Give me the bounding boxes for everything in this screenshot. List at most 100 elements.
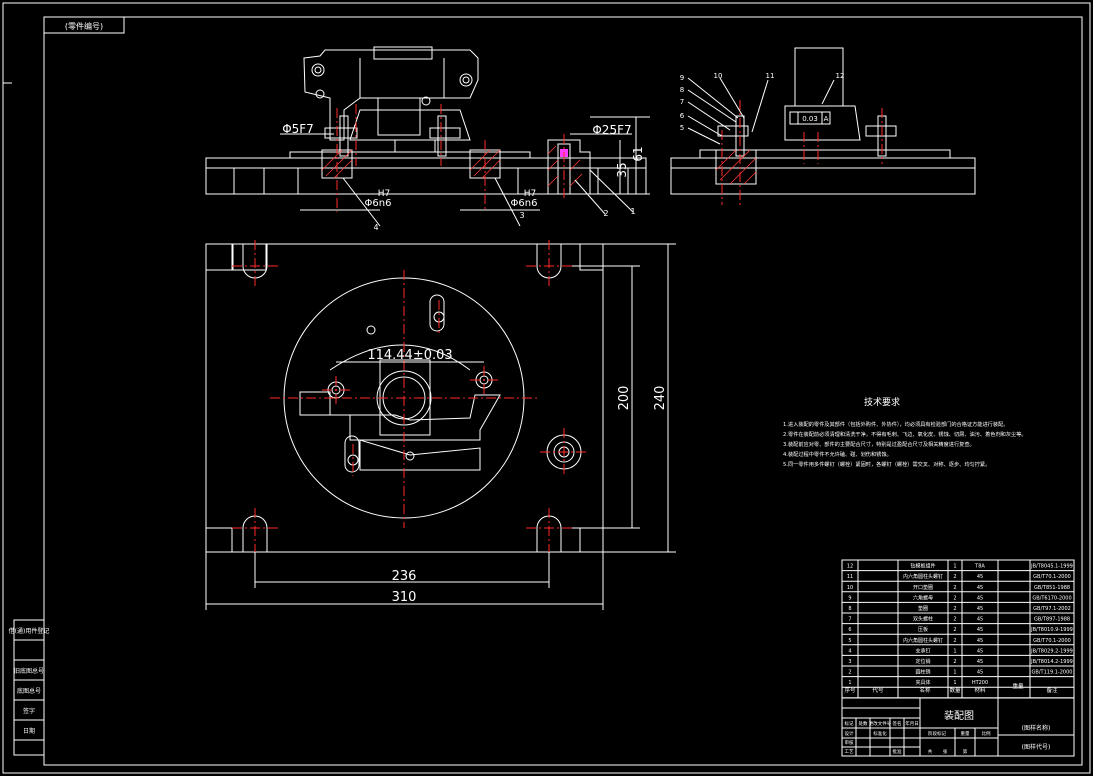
bom-cell-no: 5 [848,638,851,644]
tb-label-15: 第 [963,748,968,755]
bom-cell-name: 夹具体 [915,679,930,686]
bom-cell-std: GB/T97.1-2002 [1033,606,1071,612]
bom-cell-name: 垫圈 [918,605,928,612]
title-tag: (零件编号) [65,21,103,31]
bom-cell-qty: 2 [953,585,956,591]
tb-label-12: 批准 [893,748,902,755]
bom-cell-mat: 45 [977,638,983,644]
bom-cell-qty: 2 [953,606,956,612]
top-view [205,240,676,610]
bom-cell-name: 开口垫圈 [913,584,933,591]
tb-label-7: 阶段标记 [928,730,946,737]
bom-cell-mat: HT200 [972,680,988,686]
bom-cell-mat: 45 [977,617,983,623]
tb-label-1: 处数 [859,720,868,727]
bom-cell-mat: 45 [977,585,983,591]
bom-cell-name: 压板 [918,626,928,633]
balloon-9: 9 [680,74,684,82]
tb-label-10: 审核 [845,739,854,746]
bom-cell-no: 9 [848,595,851,601]
bom-cell-no: 3 [848,659,851,665]
bom-cell-no: 12 [847,564,853,570]
tb-label-4: 年月日 [905,720,919,727]
bom-cell-no: 8 [848,606,851,612]
tb-label-3: 签名 [893,720,902,727]
strip-label-2: 底图总号 [17,687,41,695]
bom-cell-no: 4 [848,648,851,654]
bom-cell-no: 2 [848,670,851,676]
tech-req-heading: 技术要求 [864,396,900,408]
fit-6n6-b: Φ6n6 [511,198,538,209]
bom-cell-qty: 1 [953,648,956,654]
bom-cell-std: GB/T6170-2000 [1032,595,1071,601]
tol-value: 0.03 [802,115,818,123]
bom-cell-std: GB/T851-1988 [1034,585,1070,591]
dim-200: 200 [617,386,632,411]
bom-cell-name: 六角螺母 [913,594,933,601]
bom-cell-qty: 2 [953,574,956,580]
bom-cell-name: 双头螺柱 [913,616,933,623]
bom-cell-name: 支承钉 [915,647,930,654]
left-strip: 借(通)用件登记 旧底图总号 底图总号 签字 日期 [9,619,50,756]
bom-cell-std: JB/T8010.9-1999 [1030,627,1073,633]
strip-label-4: 日期 [23,727,35,735]
bom-cell-name: 内六角圆柱头螺钉 [903,637,943,644]
bom-cell-std: GB/T897-1988 [1034,617,1070,623]
tb-label-13: 共 [928,748,933,755]
tb-label-9: 比例 [982,730,991,737]
drawing-name: 装配图 [944,709,974,722]
org-name: (图样名称) [1022,724,1051,732]
bom-cell-name: 圆柱销 [915,669,930,676]
dim-arc: 114.44±0.03 [367,348,452,363]
bom-cell-std: JB/T8014.2-1999 [1030,659,1073,665]
bom-cell-no: 7 [848,617,851,623]
drawing-code: (图样代号) [1022,743,1051,751]
dim-d25f7: Φ25F7 [592,123,631,137]
bom-cell-std: GB/T70.1-2000 [1033,574,1071,580]
bom-cell-mat: 45 [977,595,983,601]
tb-label-0: 标记 [845,720,854,727]
tol-datum: A [824,115,829,123]
bom-cell-mat: 45 [977,574,983,580]
fit-6n6-a: Φ6n6 [365,198,392,209]
bom-cell-qty: 1 [953,680,956,686]
title-block [841,697,1075,757]
bom-cell-mat: T8A [974,564,985,570]
fit-h7-b: H7 [524,189,537,199]
balloon-6: 6 [680,112,685,120]
bom-cell-std: JB/T8045.1-1999 [1030,564,1073,570]
bom-h-qty: 数量 [949,686,961,694]
bom-h-remark: 备注 [1046,686,1058,694]
bom-cell-qty: 2 [953,627,956,633]
bom-cell-name: 钻模板组件 [910,563,935,570]
bom-cell-mat: 45 [977,659,983,665]
bom-header: 序号 代号 名称 数量 材料 重量 备注 [844,682,1058,694]
bom-cell-name: 内六角圆柱头螺钉 [903,573,943,580]
fit-h7-a: H7 [378,189,391,199]
strip-label-3: 签字 [23,707,35,715]
tech-req-line-4: 4.装配过程中零件不允许磕、碰、划伤和锈蚀。 [783,450,892,458]
strip-label-0: 借(通)用件登记 [9,627,50,635]
bom-cell-mat: 45 [977,670,983,676]
bom-cell-std: JB/T8029.2-1999 [1030,648,1073,654]
bom-cell-qty: 2 [953,595,956,601]
bom-cell-mat: 45 [977,627,983,633]
bom-cell-qty: 2 [953,638,956,644]
bom-h-code: 代号 [872,686,884,694]
tech-req-line-2: 2.零件在装配前必须清理和清洗干净，不得有毛刺、飞边、氧化皮、锈蚀、切屑、油污、… [783,430,1027,438]
balloon-1: 1 [630,207,635,216]
tb-label-2: 更改文件号 [869,720,892,727]
title-tag-box [43,16,125,34]
bom-cell-no: 11 [847,574,853,580]
bom-cell-no: 10 [847,585,853,591]
balloon-7: 7 [680,98,684,106]
bom-h-no: 序号 [844,686,856,694]
balloon-11: 11 [766,72,775,80]
bom-h-weight: 重量 [1012,682,1024,690]
bom-cell-qty: 1 [953,670,956,676]
balloon-8: 8 [680,86,684,94]
bom-cell-qty: 2 [953,659,956,665]
bom-cell-no: 1 [848,680,851,686]
balloon-3: 3 [519,211,524,220]
